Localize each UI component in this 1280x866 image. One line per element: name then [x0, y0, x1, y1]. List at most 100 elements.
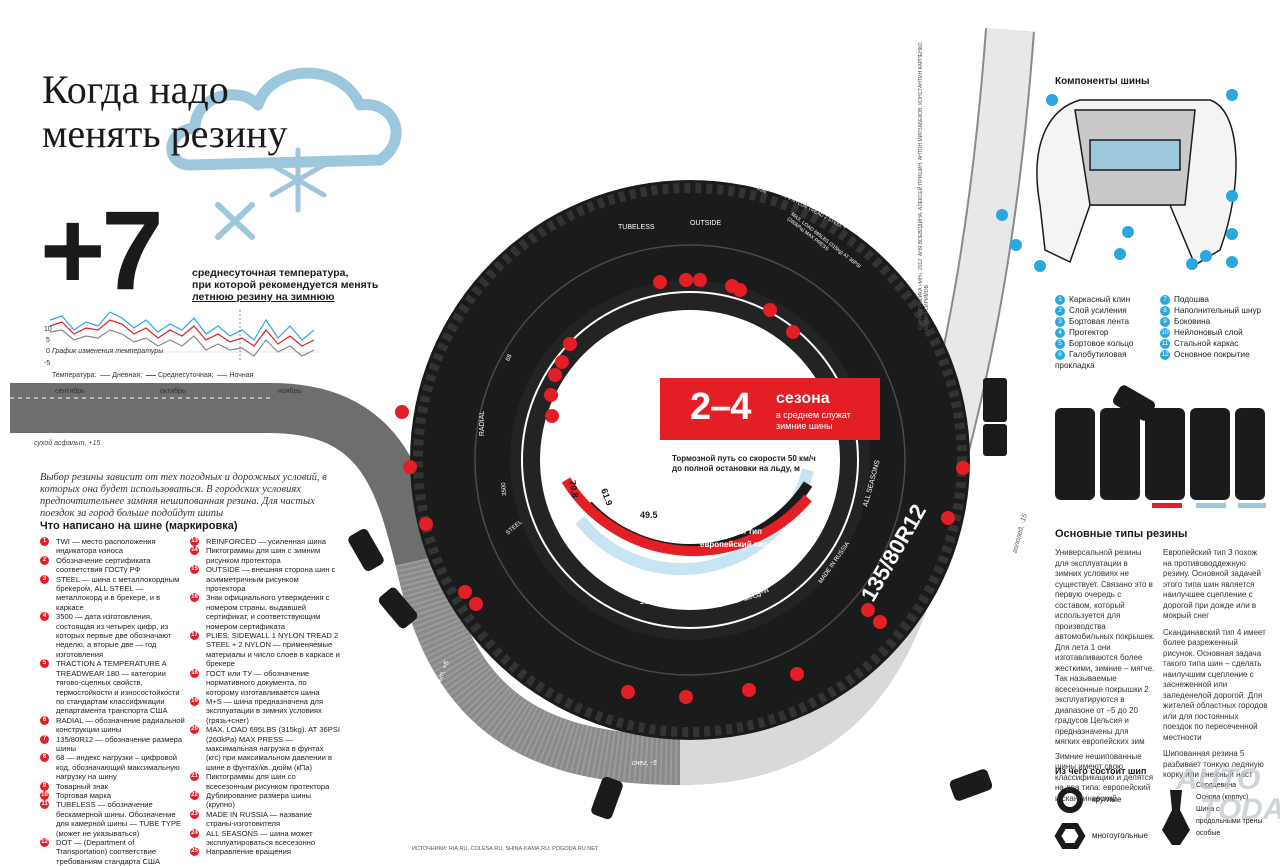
- types-column-2: Европейский тип 3 похож на противоводдеж…: [1163, 548, 1268, 779]
- number-badge: 10: [1160, 327, 1170, 338]
- number-badge: 8: [40, 753, 49, 763]
- number-badge: 23: [190, 809, 199, 819]
- spike-parts: Сердцевина Основа (корпус) Шина с продол…: [1196, 782, 1263, 837]
- components-heading: Компоненты шины: [1055, 76, 1150, 87]
- list-item-text: Пиктограммы для шин с зимним рисунком пр…: [206, 546, 321, 565]
- marking-item: 5 TRACTION A TEMPERATURE A TREADWEAR 180 …: [40, 659, 185, 715]
- list-item-text: Боковина: [1174, 317, 1211, 326]
- number-badge: 8: [1160, 305, 1170, 316]
- list-item-text: PLIES: SIDEWALL 1 NYLON TREAD 2 STEEL + …: [206, 631, 340, 669]
- list-item-text: Товарный знак: [56, 781, 108, 791]
- number-badge: 25: [190, 847, 199, 857]
- number-badge: 10: [40, 790, 49, 800]
- road-snow-label: снег, -5: [632, 760, 657, 767]
- braking-label-scandinavian: скандинавский тип: [686, 527, 762, 536]
- list-item-text: 68 — индекс нагрузки – цифровой код, обо…: [56, 753, 180, 782]
- temp-chart-ytick: -5: [44, 360, 51, 367]
- snowflake-icon: [269, 147, 327, 213]
- sources-note: ИСТОЧНИКИ: RIA.RU, COLESA.RU, SHINA-KAMA…: [412, 846, 599, 852]
- component-item: 11 Стальной каркас: [1160, 338, 1270, 349]
- list-item-text: Бортовое кольцо: [1069, 339, 1134, 348]
- number-badge: 7: [40, 734, 49, 744]
- list-item-text: Подошва: [1174, 295, 1209, 304]
- number-badge: 21: [190, 772, 199, 782]
- seasons-badge: 2–4 сезона в среднем служат зимние шины: [660, 378, 880, 440]
- component-callouts: [996, 89, 1238, 272]
- types-heading: Основные типы резины: [1055, 528, 1188, 540]
- number-badge: 17: [190, 631, 199, 641]
- list-item-text: Наполнительный шнур: [1174, 306, 1262, 315]
- number-badge: 6: [1055, 349, 1065, 360]
- tread-samples: [1055, 408, 1265, 500]
- tire-callouts: [395, 273, 970, 704]
- temp-chart-legend: Температура: Дневная; Среднесуточная; Но…: [52, 372, 254, 379]
- number-badge: 5: [40, 659, 49, 669]
- number-badge: 2: [40, 555, 49, 565]
- number-badge: 13: [190, 537, 199, 546]
- watermark-logo: AUTO TODAY: [1176, 763, 1280, 826]
- number-badge: 3: [40, 574, 49, 584]
- number-badge: 3: [1055, 316, 1065, 327]
- list-item-text: Направление вращения: [206, 847, 291, 857]
- number-badge: 12: [1160, 349, 1170, 360]
- tire-twi: TWI: [682, 168, 693, 174]
- temp-chart-ytick: 10: [44, 326, 52, 333]
- temperature-chart: [49, 310, 320, 360]
- list-item-text: Галобутиловая прокладка: [1055, 350, 1127, 370]
- temp-chart-ytick: 0: [46, 348, 50, 355]
- polygon-spike-icon: [1054, 823, 1086, 849]
- marking-item: 23 MADE IN RUSSIA — название страны-изгот…: [190, 809, 340, 829]
- marking-item: 8 68 — индекс нагрузки – цифровой код, об…: [40, 753, 185, 781]
- legend-night-swatch: [217, 374, 228, 376]
- number-badge: 9: [40, 781, 49, 791]
- number-badge: 11: [1160, 338, 1170, 349]
- number-badge: 12: [40, 838, 49, 847]
- round-spike-icon: [1057, 787, 1083, 813]
- temperature-note: среднесуточная температура, при которой …: [192, 267, 379, 303]
- list-item-text: Слой усиления: [1069, 306, 1127, 315]
- list-item-text: TRACTION A TEMPERATURE A TREADWEAR 180 —…: [56, 659, 180, 716]
- list-item-text: Стальной каркас: [1174, 339, 1239, 348]
- marking-item: 3 STEEL — шина с металлокордным брекером,…: [40, 574, 185, 613]
- tire-reinforced: REINFORCED: [676, 600, 723, 607]
- types-column-1: Универсальной резины для эксплуатации в …: [1055, 548, 1155, 803]
- number-badge: 19: [190, 696, 199, 706]
- tire-radial: RADIAL: [479, 410, 487, 437]
- spike-round-label: круглые: [1092, 795, 1122, 804]
- number-badge: 4: [1055, 327, 1065, 338]
- list-item-text: DOT — (Department of Transportation) соо…: [56, 838, 161, 866]
- month-label: ноябрь: [278, 388, 302, 395]
- braking-label-european: европейский тип: [700, 540, 768, 549]
- number-badge: 1: [1055, 294, 1065, 305]
- page-title: Когда надо менять резину: [42, 67, 288, 156]
- spike-poly-label: многоугольные: [1092, 831, 1148, 840]
- braking-title: Тормозной путь со скорости 50 км/ч до по…: [672, 454, 816, 473]
- list-item-text: Бортовая лента: [1069, 317, 1130, 326]
- number-badge: 7: [1160, 294, 1170, 305]
- braking-value-studded: 49.5: [640, 510, 658, 520]
- credits-note: © ИНФОГРАФИКА «МН», 2012. АНЯ ВОЕВОДИНА,…: [918, 41, 930, 330]
- list-item-text: MAX. LOAD 695LBS (315kg). AT 36PSI (260k…: [206, 725, 340, 772]
- list-item-text: STEEL — шина с металлокордным брекером, …: [56, 574, 180, 612]
- list-item-text: ALL SEASONS — шина может эксплуатировать…: [206, 828, 316, 847]
- list-item-text: MADE IN RUSSIA — название страны-изготов…: [206, 809, 313, 829]
- month-label: октябрь: [160, 388, 186, 395]
- number-badge: 16: [190, 593, 199, 603]
